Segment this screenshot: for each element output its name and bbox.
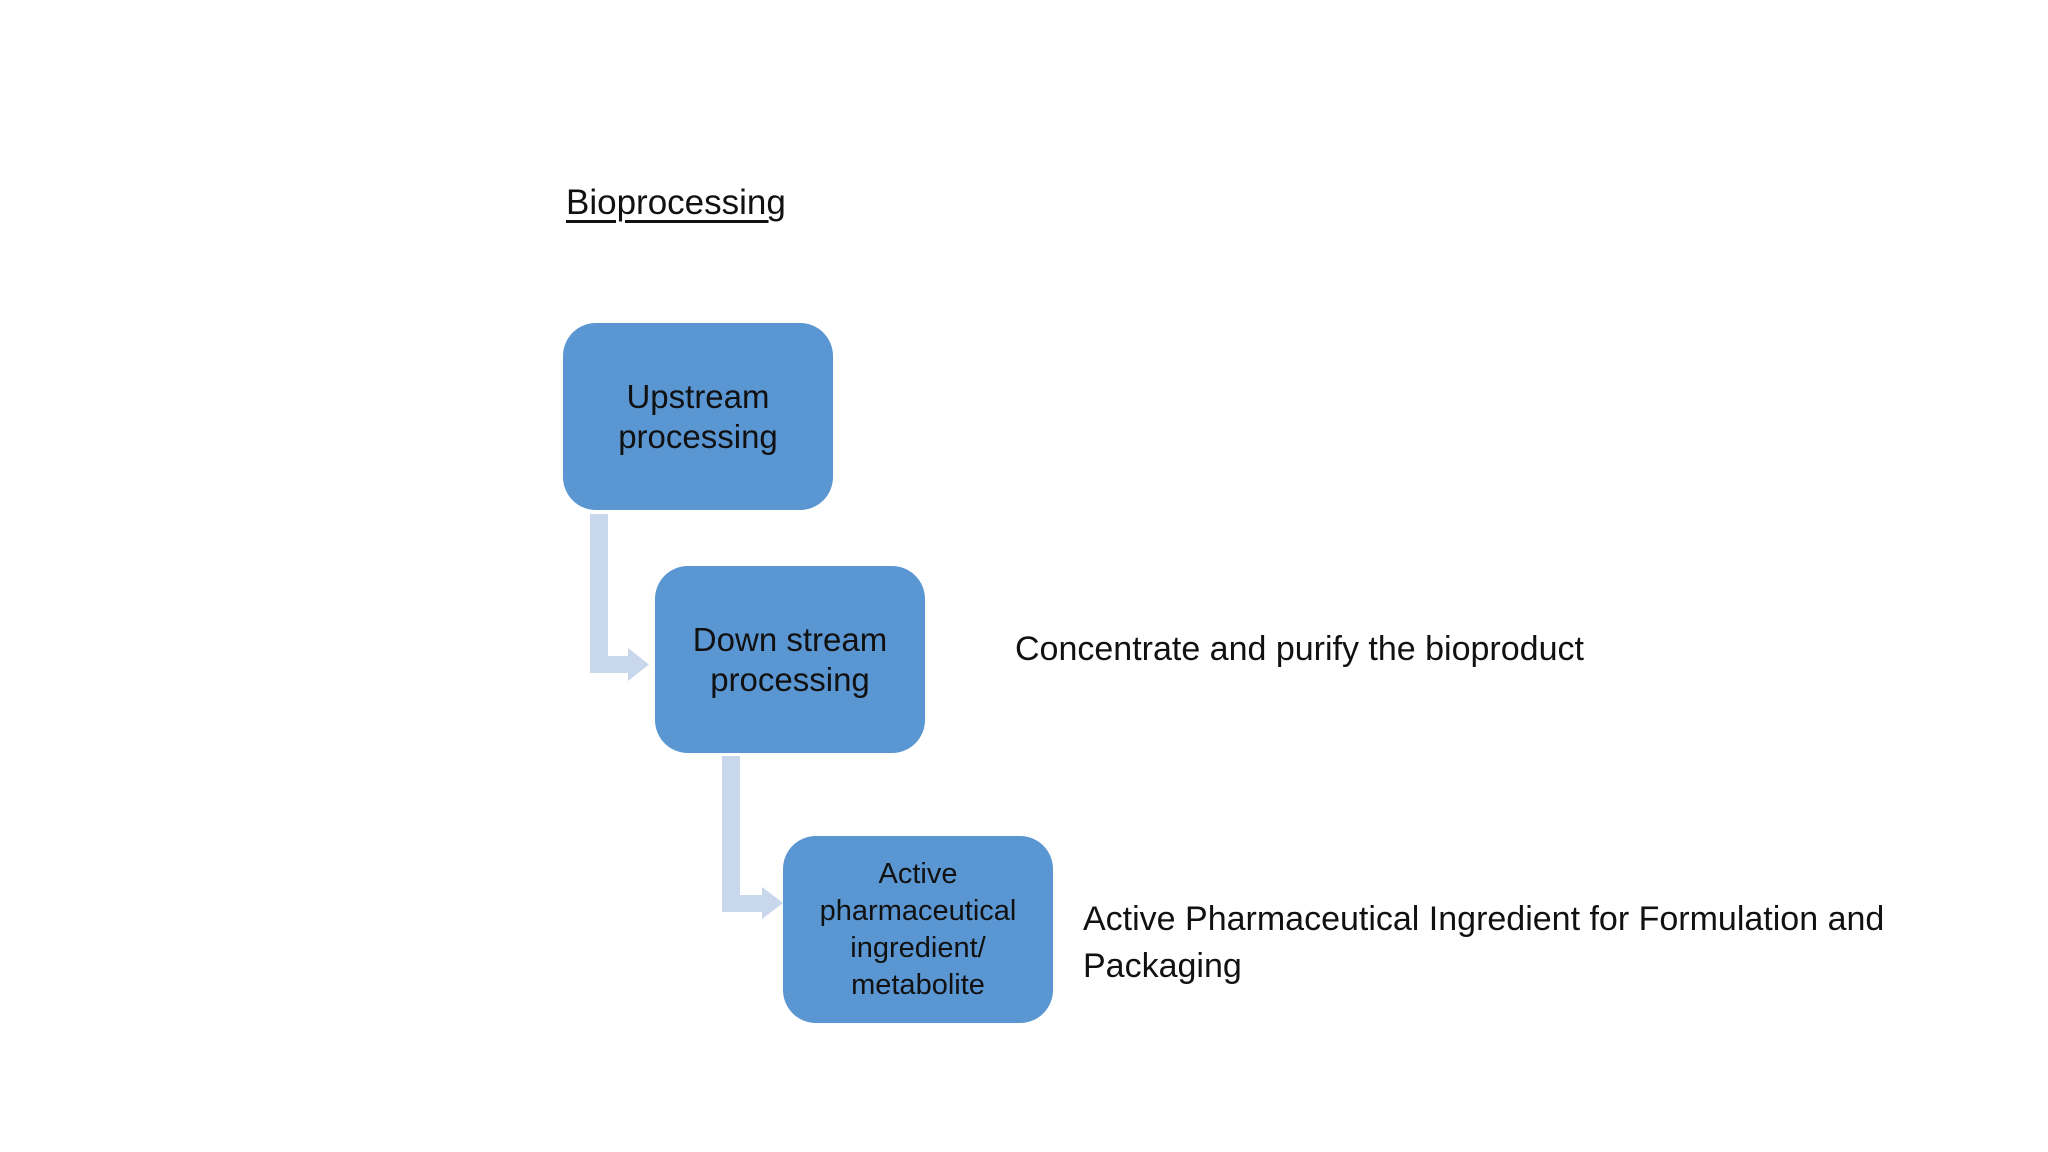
page-title: Bioprocessing [566, 183, 786, 222]
elbow-arrow-down-right-icon [590, 514, 649, 681]
connector-downstream-to-api [722, 756, 783, 924]
flow-box-downstream-processing: Down stream processing [655, 566, 925, 753]
flow-box-label-line: Upstream [626, 377, 770, 415]
flow-box-label-line: Down stream [692, 620, 888, 658]
annotation-active-pharmaceutical-ingredient: Active Pharmaceutical Ingredient for For… [1083, 896, 1884, 990]
connector-upstream-to-downstream [590, 514, 649, 686]
annotation-downstream-processing: Concentrate and purify the bioproduct [1015, 626, 1584, 673]
annotation-line: Concentrate and purify the bioproduct [1015, 630, 1584, 668]
flow-box-upstream-processing: Upstream processing [563, 323, 833, 510]
flow-box-label-line: Active [878, 857, 958, 890]
annotation-line: Packaging [1083, 947, 1242, 985]
flow-box-label-line: metabolite [851, 968, 985, 1001]
flow-box-label-line: ingredient/ [850, 931, 986, 964]
flow-box-label-line: processing [710, 660, 870, 698]
flow-box-label-line: processing [618, 417, 778, 455]
elbow-arrow-down-right-icon [722, 756, 783, 919]
flow-box-active-pharmaceutical-ingredient: Active pharmaceutical ingredient/ metabo… [783, 836, 1053, 1023]
annotation-line: Active Pharmaceutical Ingredient for For… [1083, 900, 1885, 938]
flow-box-label-line: pharmaceutical [819, 894, 1017, 927]
